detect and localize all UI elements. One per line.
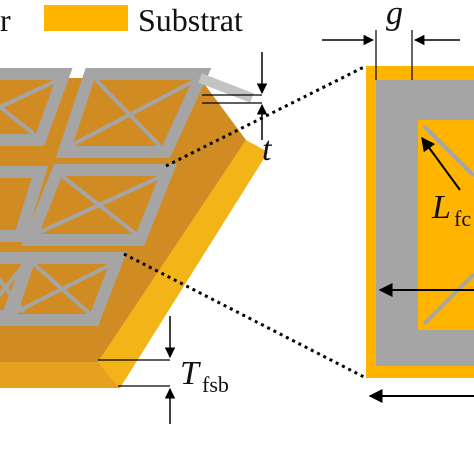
legend-substrate-swatch: [44, 5, 128, 31]
label-g: g: [386, 0, 403, 32]
unit-cell-inner-slot: [418, 120, 474, 330]
metal-grid: [0, 68, 212, 326]
label-t: t: [262, 131, 273, 168]
label-tfsb-main: T: [180, 355, 201, 392]
label-lfc-main: L: [431, 189, 451, 226]
label-tfsb-sub: fsb: [202, 372, 229, 397]
zoom-line-top: [165, 64, 367, 168]
unit-cell-cross-b: [422, 272, 474, 326]
metal-cell-r2c2: [21, 164, 177, 246]
substrate-bottom-edge: [0, 362, 120, 388]
zoom-line-bottom: [123, 252, 367, 380]
metal-cell-r1c2: [55, 68, 212, 158]
metal-cell-r2c1: [0, 166, 49, 242]
legend-partial-label: r: [0, 2, 11, 38]
legend-substrate-label: Substrat: [138, 2, 243, 38]
metal-cell-r3c2: [0, 252, 127, 326]
label-lfc-sub: fc: [454, 206, 471, 231]
unit-cell-cross-a: [422, 124, 474, 178]
metal-cell-r1c1: [0, 68, 73, 146]
lfc-arrow: [421, 136, 461, 191]
substrate-front-face: [98, 140, 268, 388]
